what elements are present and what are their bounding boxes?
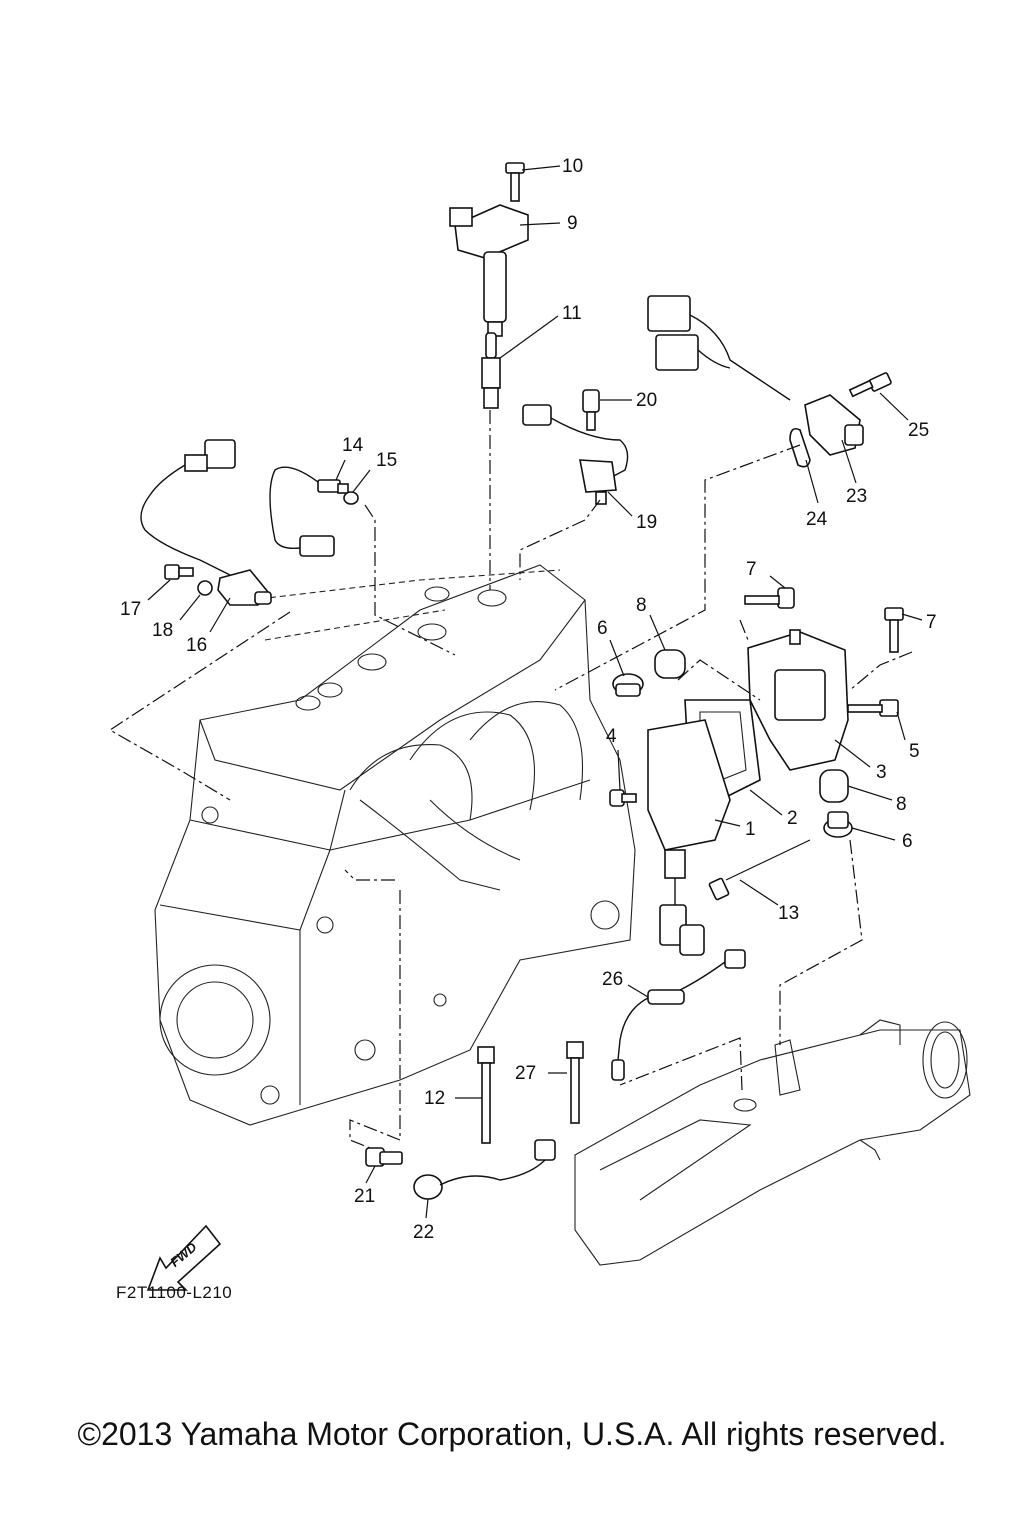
callout-6b: 6 xyxy=(902,831,913,852)
part-14-temp-sensor xyxy=(269,466,349,557)
part-19-sensor xyxy=(522,404,629,505)
part-1-rectifier-regulator xyxy=(647,719,731,956)
callout-9: 9 xyxy=(567,213,578,234)
leader-lines xyxy=(147,165,923,1219)
callout-23: 23 xyxy=(846,486,867,507)
part-15-washer xyxy=(343,491,359,505)
callout-8a: 8 xyxy=(636,595,647,616)
callout-14: 14 xyxy=(342,435,364,456)
callout-7b: 7 xyxy=(926,612,937,633)
part-8-grommet-lower xyxy=(819,769,849,803)
callout-26: 26 xyxy=(602,969,623,990)
callout-16: 16 xyxy=(186,635,207,656)
callout-21: 21 xyxy=(354,1186,375,1207)
part-13-long-bolt xyxy=(708,839,811,901)
part-3-bracket xyxy=(747,629,849,771)
callout-7a: 7 xyxy=(746,559,757,580)
part-24-o-ring xyxy=(789,427,811,468)
callouts: 10 9 11 20 19 14 15 25 23 24 7 7 8 6 17 … xyxy=(120,156,937,1243)
callout-13: 13 xyxy=(778,903,799,924)
copyright-notice: ©2013 Yamaha Motor Corporation, U.S.A. A… xyxy=(77,1416,947,1452)
callout-15: 15 xyxy=(376,450,397,471)
callout-17: 17 xyxy=(120,599,141,620)
part-27-cable-tie xyxy=(566,1041,584,1124)
callout-22: 22 xyxy=(413,1222,434,1243)
part-22-knock-sensor xyxy=(413,1139,556,1200)
callout-27: 27 xyxy=(515,1063,536,1084)
callout-20: 20 xyxy=(636,390,657,411)
callout-8b: 8 xyxy=(896,794,907,815)
callout-5: 5 xyxy=(909,741,920,762)
callout-3: 3 xyxy=(876,762,887,783)
callout-12: 12 xyxy=(424,1088,445,1109)
assembly-lines xyxy=(108,410,913,1149)
exhaust-pipe xyxy=(574,1019,971,1266)
callout-2: 2 xyxy=(787,808,798,829)
callout-19: 19 xyxy=(636,512,657,533)
callout-11: 11 xyxy=(562,303,582,324)
callout-4: 4 xyxy=(606,726,617,747)
part-4-bolt xyxy=(609,789,637,807)
callout-24: 24 xyxy=(806,509,828,530)
fwd-arrow: FWD xyxy=(146,1224,222,1291)
part-6-collar-upper xyxy=(612,673,644,697)
part-9-ignition-coil xyxy=(449,204,529,337)
callout-18: 18 xyxy=(152,620,173,641)
part-6-collar-lower xyxy=(823,811,853,838)
part-11-spark-plug xyxy=(481,332,501,409)
part-26-sensor xyxy=(611,949,746,1081)
part-7-bolt-right xyxy=(884,607,904,653)
callout-6a: 6 xyxy=(597,618,608,639)
engine-block xyxy=(154,564,636,1126)
part-25-bolt xyxy=(848,372,892,398)
callout-25: 25 xyxy=(908,420,929,441)
part-20-bolt xyxy=(582,389,600,431)
diagram-code: F2T1100-L210 xyxy=(116,1283,232,1302)
part-21-sensor xyxy=(365,1147,403,1167)
part-10-bolt xyxy=(505,162,525,202)
callout-1: 1 xyxy=(745,819,756,840)
part-5-bolt xyxy=(847,699,899,717)
callout-10: 10 xyxy=(562,156,583,177)
part-18-gasket xyxy=(197,580,213,596)
part-17-bolt xyxy=(164,564,194,580)
part-23-cam-sensor xyxy=(647,295,864,456)
part-7-bolt-upper xyxy=(744,587,795,609)
part-12-cable-tie xyxy=(477,1046,495,1144)
part-8-grommet-upper xyxy=(654,649,686,679)
part-16-sensor xyxy=(140,439,272,606)
